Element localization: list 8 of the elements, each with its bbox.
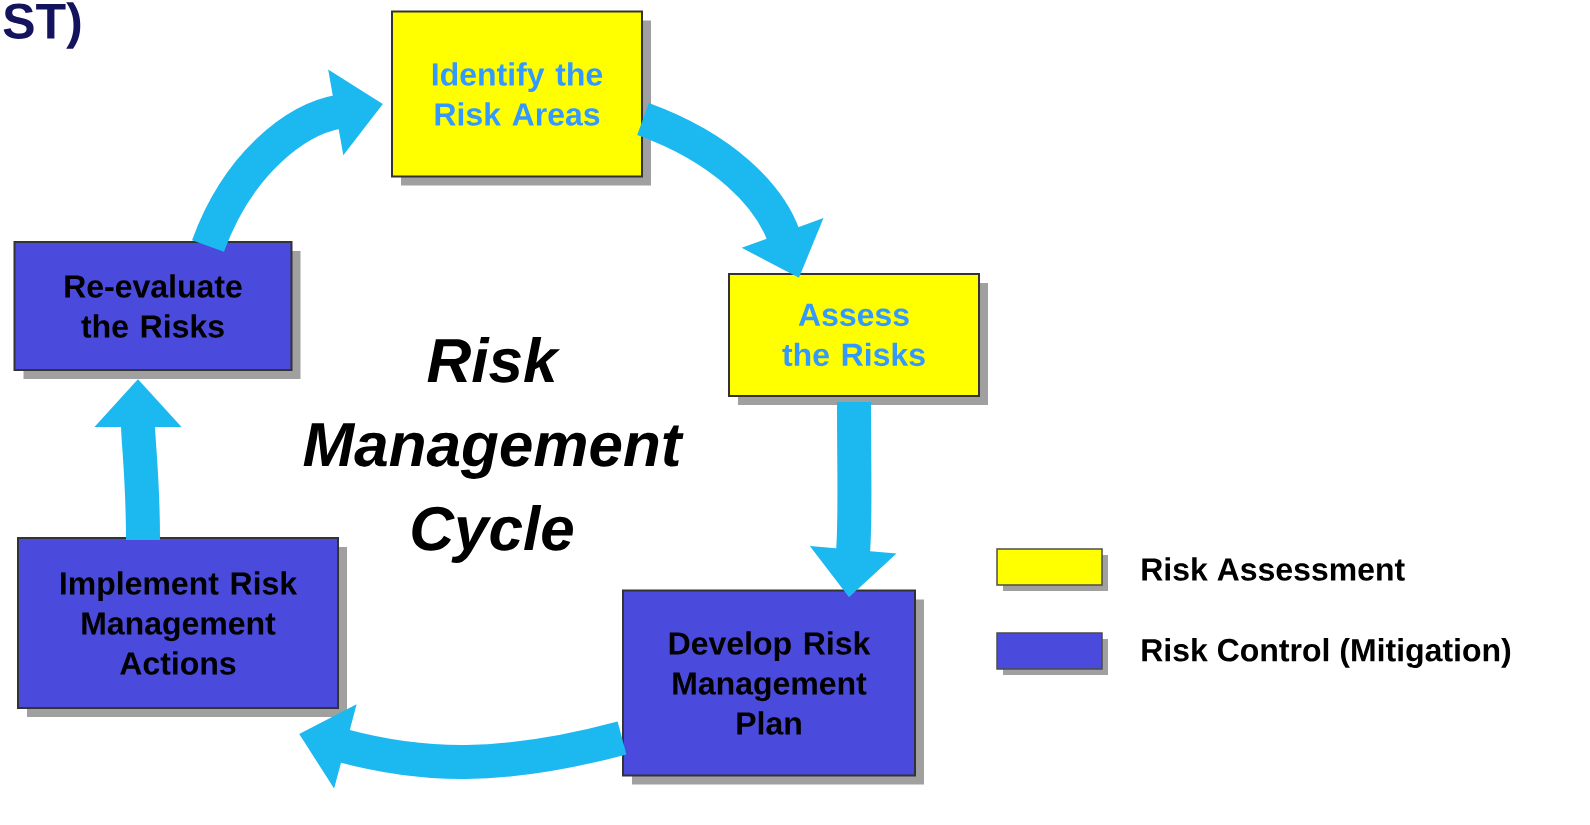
legend-label: Risk Assessment bbox=[1142, 557, 1405, 581]
legend-label: Risk Control (Mitigation) bbox=[1142, 638, 1511, 668]
process-box: Implement Risk Management Actions bbox=[17, 537, 347, 717]
process-box: Assess the Risks bbox=[728, 273, 988, 405]
process-box: Re-evaluate the Risks bbox=[13, 241, 301, 379]
process-box: Develop Risk Management Plan bbox=[622, 589, 924, 785]
title-text: ST) bbox=[3, 2, 81, 49]
process-box: Identify the Risk Areas bbox=[391, 10, 651, 186]
